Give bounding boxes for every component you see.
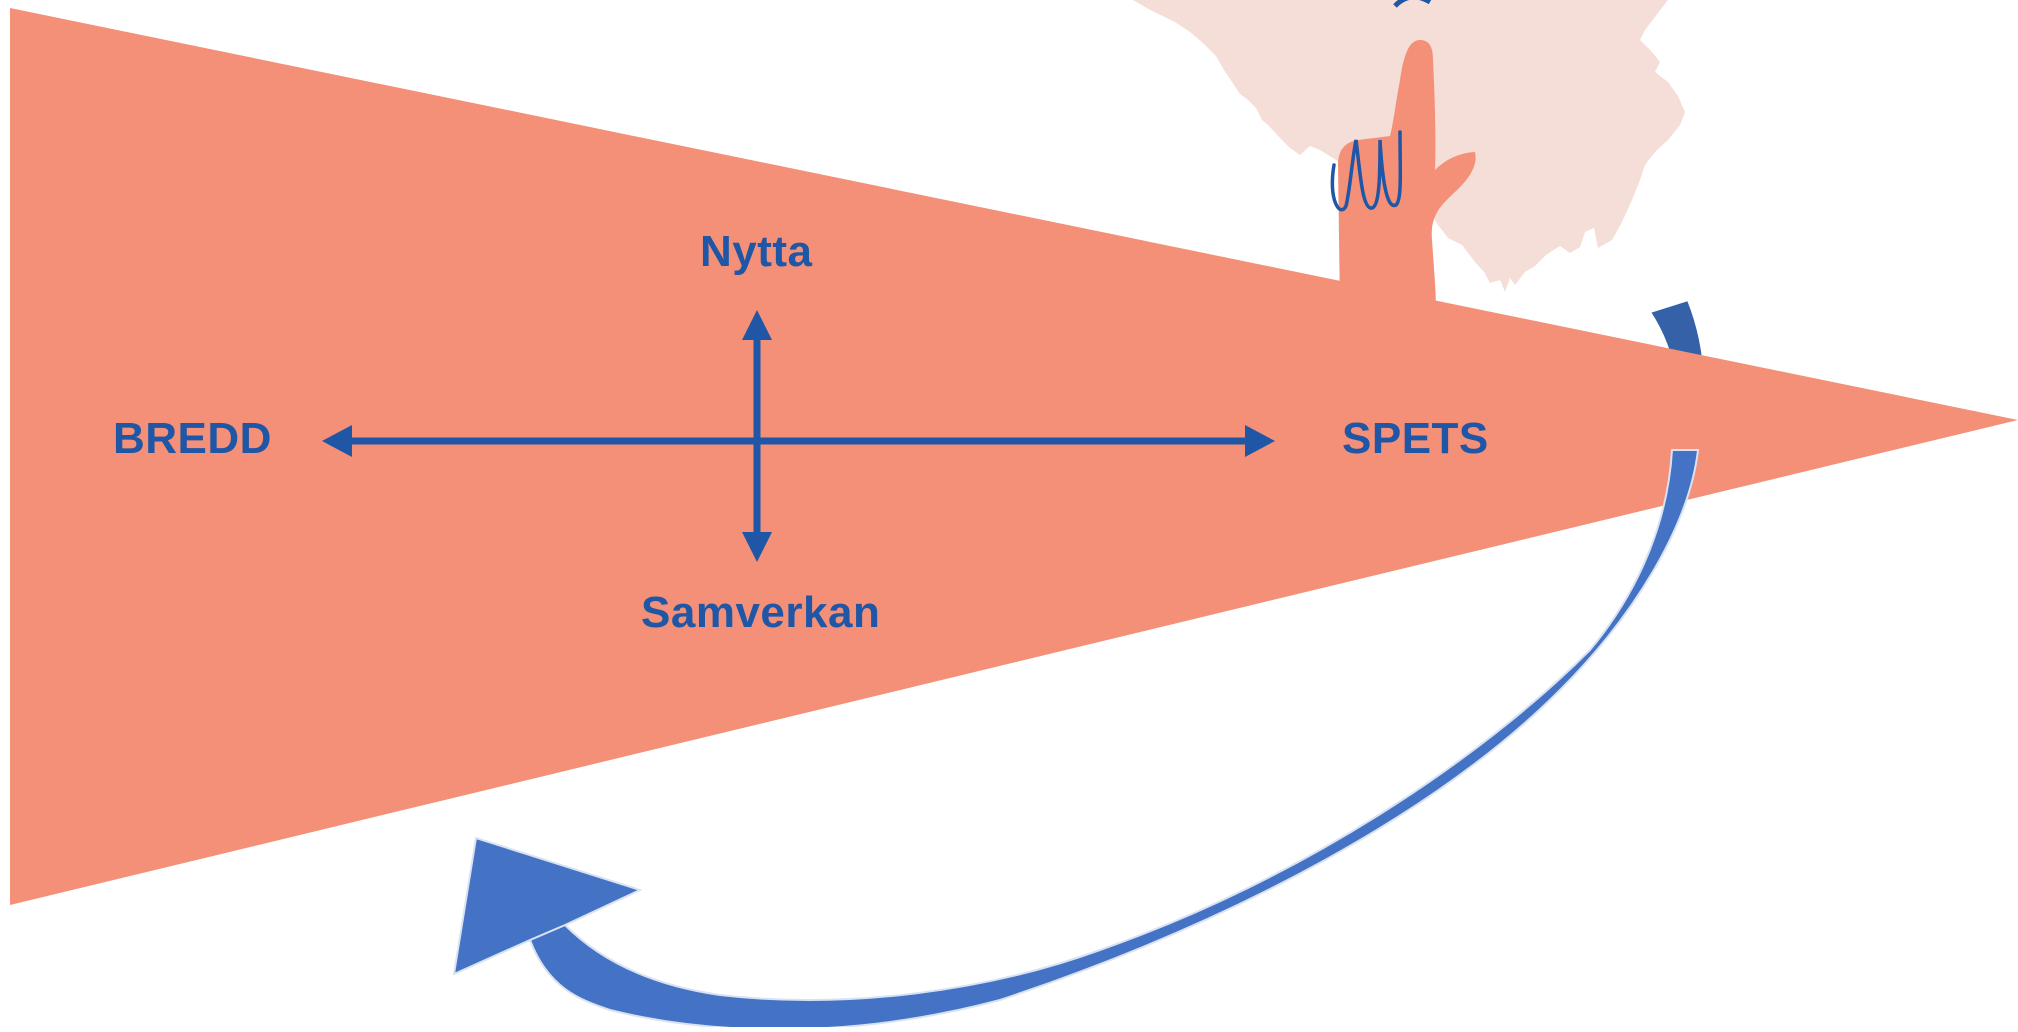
curved-return-arrow-head bbox=[452, 836, 643, 976]
pointing-hand-icon bbox=[1330, 40, 1476, 308]
label-samverkan: Samverkan bbox=[641, 588, 881, 637]
map-detail-icon bbox=[1393, 0, 1432, 8]
double-headed-arrow-icon bbox=[322, 425, 1275, 457]
label-bredd: BREDD bbox=[113, 414, 272, 463]
vertical-arrow-icon bbox=[742, 310, 772, 562]
label-nytta: Nytta bbox=[700, 227, 813, 276]
bredd-spets-wedge bbox=[10, 8, 2018, 905]
label-spets: SPETS bbox=[1342, 414, 1489, 463]
